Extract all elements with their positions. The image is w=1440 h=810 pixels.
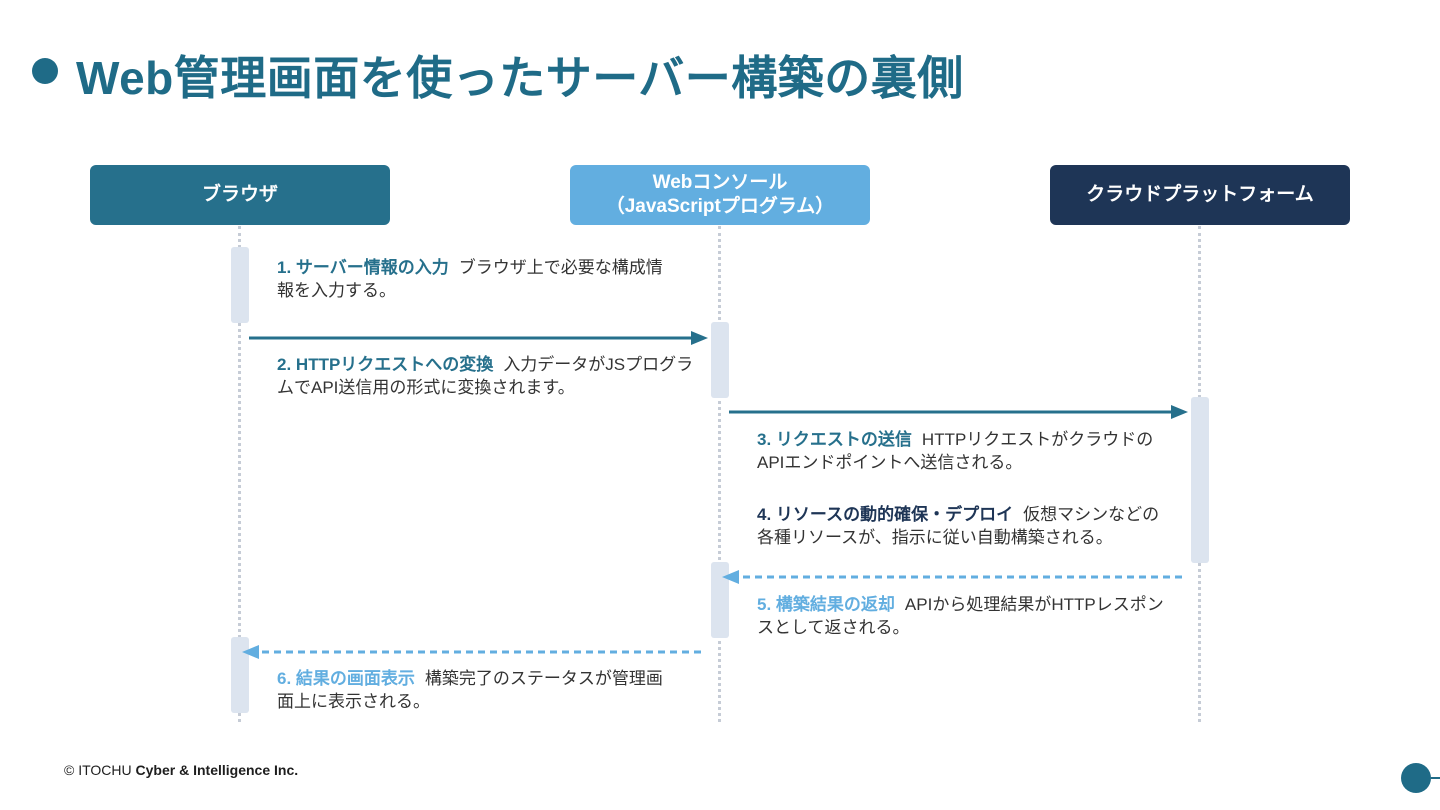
step-title: HTTPリクエストへの変換 <box>295 355 494 374</box>
step-title: サーバー情報の入力 <box>295 258 449 277</box>
activation-console-2 <box>711 562 729 638</box>
page-corner-line <box>1431 777 1440 779</box>
participant-browser: ブラウザ <box>90 165 390 225</box>
lifeline-console <box>718 226 721 722</box>
step-1: 1. サーバー情報の入力ブラウザ上で必要な構成情報を入力する。 <box>277 256 677 302</box>
step-description: ブラウザ上で必要な構成情報を入力する。 <box>277 258 663 300</box>
step-title: リソースの動的確保・デプロイ <box>775 505 1014 524</box>
step-6: 6. 結果の画面表示構築完了のステータスが管理画面上に表示される。 <box>277 667 677 713</box>
page-corner-dot-icon <box>1401 763 1431 793</box>
activation-browser-1 <box>231 247 249 323</box>
title-bullet-icon <box>32 58 58 84</box>
activation-browser-2 <box>231 637 249 713</box>
step-title: 構築結果の返却 <box>775 595 895 614</box>
step-description: HTTPリクエストがクラウドのAPIエンドポイントへ送信される。 <box>757 430 1154 472</box>
step-title: 結果の画面表示 <box>295 669 415 688</box>
step-number: 4. <box>757 505 772 524</box>
lifeline-browser <box>238 226 241 722</box>
arrow-cloud-to-console-response <box>722 570 1182 584</box>
page-title: Web管理画面を使ったサーバー構築の裏側 <box>76 52 964 104</box>
step-description: 構築完了のステータスが管理画面上に表示される。 <box>277 669 663 711</box>
participant-cloud-platform: クラウドプラットフォーム <box>1050 165 1350 225</box>
participant-cloud-label: クラウドプラットフォーム <box>1086 184 1314 205</box>
step-2: 2. HTTPリクエストへの変換入力データがJSプログラムでAPI送信用の形式に… <box>277 353 697 399</box>
footer-brand: Cyber & Intelligence Inc. <box>135 762 299 778</box>
participant-console-label-line1: Webコンソール <box>652 172 788 193</box>
participant-browser-label: ブラウザ <box>201 184 278 205</box>
arrow-browser-to-console <box>249 331 708 345</box>
participant-web-console: Webコンソール （JavaScriptプログラム） <box>570 165 870 225</box>
activation-cloud <box>1191 397 1209 563</box>
step-number: 3. <box>757 430 772 449</box>
step-description: 入力データがJSプログラムでAPI送信用の形式に変換されます。 <box>277 355 694 397</box>
footer-copyright-text: © ITOCHU <box>64 762 132 778</box>
step-number: 6. <box>277 669 292 688</box>
footer-copyright: © ITOCHU Cyber & Intelligence Inc. <box>64 762 298 778</box>
arrow-console-to-cloud <box>729 405 1188 419</box>
step-number: 2. <box>277 355 292 374</box>
step-number: 1. <box>277 258 292 277</box>
step-4: 4. リソースの動的確保・デプロイ仮想マシンなどの各種リソースが、指示に従い自動… <box>757 503 1167 549</box>
activation-console-1 <box>711 322 729 398</box>
step-description: 仮想マシンなどの各種リソースが、指示に従い自動構築される。 <box>757 505 1160 547</box>
step-description: APIから処理結果がHTTPレスポンスとして返される。 <box>757 595 1164 637</box>
step-number: 5. <box>757 595 772 614</box>
arrow-console-to-browser-response <box>242 645 701 659</box>
participant-console-label-line2: （JavaScriptプログラム） <box>605 196 835 217</box>
step-title: リクエストの送信 <box>775 430 912 449</box>
